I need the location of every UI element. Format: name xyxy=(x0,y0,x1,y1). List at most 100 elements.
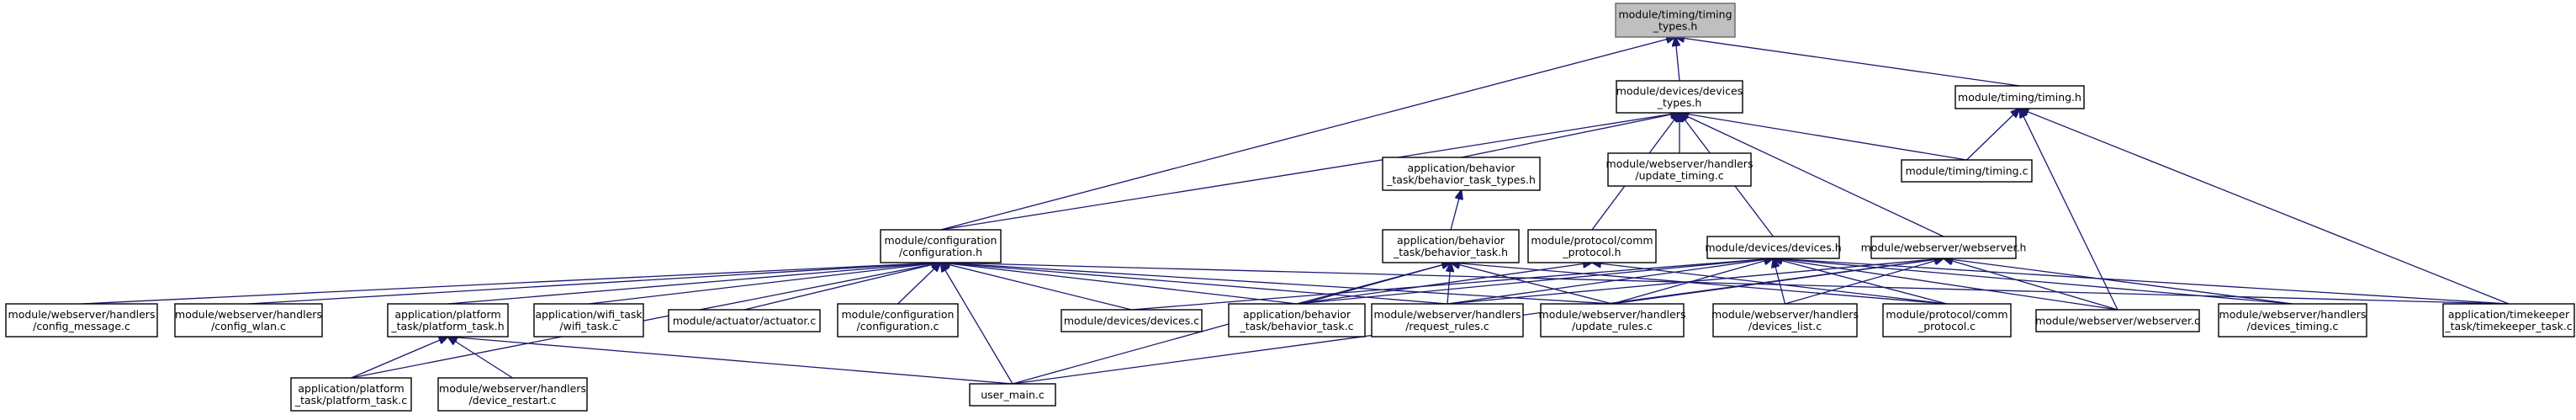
node-box xyxy=(1382,229,1520,263)
node-config-wlan-c[interactable]: module/webserver/handlers/config_wlan.c xyxy=(174,303,323,338)
node-platform-task-c[interactable]: application/platform_task/platform_task.… xyxy=(290,377,412,412)
node-box xyxy=(1706,236,1840,259)
node-device-restart-c[interactable]: module/webserver/handlers/device_restart… xyxy=(437,377,588,412)
node-configuration-h[interactable]: module/configuration/configuration.h xyxy=(880,229,1002,263)
node-box xyxy=(1061,309,1203,332)
node-label-line: module/webserver/handlers xyxy=(1539,308,1686,321)
edge-line xyxy=(351,337,448,379)
node-devices-h[interactable]: module/devices/devices.h xyxy=(1705,236,1842,259)
node-label-line: _task/platform_task.h xyxy=(390,320,504,332)
edge-webserver-c-to-devices-h xyxy=(1774,258,2118,311)
edge-line xyxy=(941,263,1448,305)
node-label-line: _protocol.h xyxy=(1562,246,1621,258)
node-label-line: _task/platform_task.c xyxy=(294,394,407,407)
node-label-line: application/wifi_task xyxy=(535,308,643,321)
edge-platform-task-c-to-platform-task-h xyxy=(351,337,448,379)
edge-line xyxy=(1774,258,1948,305)
edge-timing-h-to-timing-types-h xyxy=(1675,37,2020,87)
node-label-line: module/webserver/handlers xyxy=(175,308,322,321)
node-platform-task-h[interactable]: application/platform_task/platform_task.… xyxy=(387,303,509,338)
node-behavior-task-c[interactable]: application/behavior_task/behavior_task.… xyxy=(1228,303,1366,338)
node-devices-timing-c[interactable]: module/webserver/handlers/devices_timing… xyxy=(2218,303,2367,338)
edge-config-message-c-to-configuration-h xyxy=(81,263,941,305)
edge-line xyxy=(1296,263,1592,305)
edge-line xyxy=(1447,263,1451,305)
node-label-line: application/behavior xyxy=(1407,162,1515,174)
node-update-rules-c[interactable]: module/webserver/handlers/update_rules.c xyxy=(1539,303,1686,338)
node-label-line: module/configuration xyxy=(842,308,955,321)
edge-line xyxy=(941,263,1013,385)
node-box xyxy=(2442,303,2575,338)
edge-actuator-c-to-configuration-h xyxy=(743,263,941,311)
node-devices-c[interactable]: module/devices/devices.c xyxy=(1061,309,1203,332)
edge-timekeeper-task-c-to-devices-h xyxy=(1774,258,2510,305)
edge-device-restart-c-to-platform-task-h xyxy=(448,337,513,379)
node-behavior-task-h[interactable]: application/behavior_task/behavior_task.… xyxy=(1382,229,1520,263)
node-label-line: module/webserver/handlers xyxy=(1374,308,1521,321)
node-config-message-c[interactable]: module/webserver/handlers/config_message… xyxy=(5,303,158,338)
node-box xyxy=(5,303,158,338)
edge-request-rules-c-to-behavior-task-h xyxy=(1447,263,1451,305)
node-request-rules-c[interactable]: module/webserver/handlers/request_rules.… xyxy=(1371,303,1524,338)
node-update-timing-c[interactable]: module/webserver/handlers/update_timing.… xyxy=(1606,152,1753,187)
node-label-line: _types.h xyxy=(1657,97,1702,109)
node-timing-h[interactable]: module/timing/timing.h xyxy=(1954,85,2085,109)
edge-line xyxy=(941,263,2510,305)
node-label-line: /devices_list.c xyxy=(1748,320,1822,332)
edge-comm-protocol-c-to-behavior-task-h xyxy=(1451,263,1948,305)
node-timekeeper-task-c[interactable]: application/timekeeper_task/timekeeper_t… xyxy=(2442,303,2575,338)
node-label-line: /update_rules.c xyxy=(1572,320,1653,332)
edge-comm-protocol-c-to-comm-protocol-h xyxy=(1592,263,1948,305)
node-comm-protocol-c[interactable]: module/protocol/comm_protocol.c xyxy=(1882,303,2012,338)
node-label-line: module/webserver/handlers xyxy=(1606,157,1753,170)
node-comm-protocol-h[interactable]: module/protocol/comm_protocol.h xyxy=(1527,229,1657,263)
edge-line xyxy=(941,263,1132,311)
edge-line xyxy=(2020,109,2118,311)
edge-update-rules-c-to-behavior-task-h xyxy=(1451,263,1613,305)
node-actuator-c[interactable]: module/actuator/actuator.c xyxy=(668,309,821,332)
node-box xyxy=(290,377,412,412)
node-box xyxy=(837,303,959,338)
edge-line xyxy=(940,113,1680,231)
edge-line xyxy=(940,37,1676,231)
node-timing-types-h: module/timing/timing_types.h xyxy=(1615,3,1736,38)
edge-line xyxy=(448,337,513,379)
edge-line xyxy=(1675,37,2020,87)
node-box xyxy=(1882,303,2012,338)
edge-line xyxy=(2020,109,2510,305)
node-box xyxy=(387,303,509,338)
edge-line xyxy=(1774,258,2118,311)
node-timing-c[interactable]: module/timing/timing.c xyxy=(1901,159,2033,183)
edge-devices-c-to-devices-h xyxy=(1131,258,1774,311)
edge-request-rules-c-to-configuration-h xyxy=(941,263,1448,305)
node-box xyxy=(1870,236,2017,259)
nodes-layer: module/timing/timing_types.h module/devic… xyxy=(5,3,2575,412)
node-box xyxy=(1615,3,1736,38)
edge-line xyxy=(743,263,941,311)
node-label-line: application/behavior xyxy=(1243,308,1351,321)
node-webserver-h[interactable]: module/webserver/webserver.h xyxy=(1861,236,2027,259)
node-label-line: _protocol.c xyxy=(1917,320,1976,332)
node-label-line: application/platform xyxy=(298,382,404,395)
edge-user-main-c-to-platform-task-h xyxy=(448,337,1013,385)
node-label-line: module/timing/timing.h xyxy=(1958,91,2081,104)
node-configuration-c[interactable]: module/configuration/configuration.c xyxy=(837,303,959,338)
node-label-line: module/devices/devices xyxy=(1616,85,1743,98)
node-behavior-task-types-h[interactable]: application/behavior_task/behavior_task_… xyxy=(1382,157,1541,191)
node-box xyxy=(1228,303,1366,338)
edge-configuration-h-to-devices-types-h xyxy=(940,113,1680,231)
node-devices-list-c[interactable]: module/webserver/handlers/devices_list.c xyxy=(1711,303,1859,338)
edge-line xyxy=(1296,258,1774,305)
edge-comm-protocol-c-to-devices-h xyxy=(1774,258,1948,305)
node-user-main-c[interactable]: user_main.c xyxy=(969,383,1056,407)
edge-devices-list-c-to-webserver-h xyxy=(1785,258,1944,305)
node-webserver-c[interactable]: module/webserver/webserver.c xyxy=(2035,309,2200,332)
edge-wifi-task-c-to-configuration-h xyxy=(588,263,941,305)
node-box xyxy=(1712,303,1858,338)
edge-line xyxy=(1461,113,1680,158)
edge-webserver-h-to-devices-types-h xyxy=(1679,113,1944,237)
node-devices-types-h[interactable]: module/devices/devices_types.h xyxy=(1616,80,1743,114)
edge-line xyxy=(1450,190,1462,231)
node-wifi-task-c[interactable]: application/wifi_task/wifi_task.c xyxy=(533,303,644,338)
edge-line xyxy=(351,263,941,379)
